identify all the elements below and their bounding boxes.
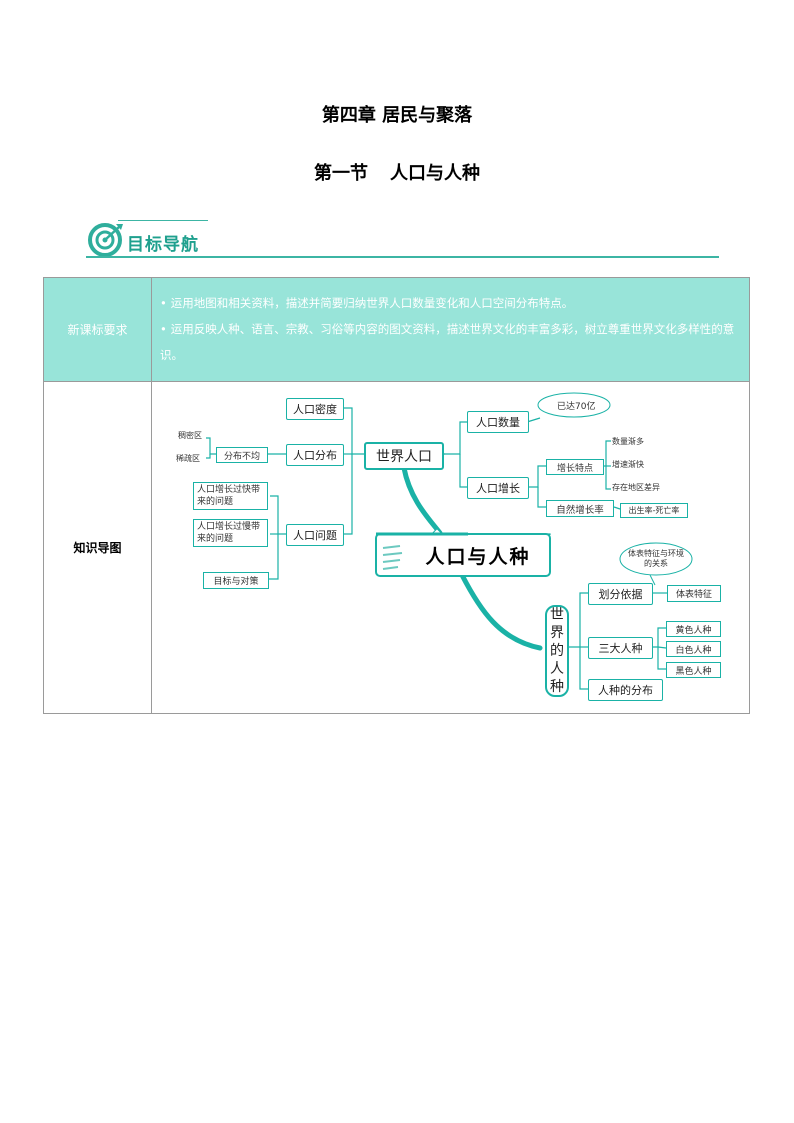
feature-faster: 增速渐快 <box>612 460 644 469</box>
node-dense-area: 稠密区 <box>178 431 202 440</box>
section-title: 第一节 人口与人种 <box>0 159 794 185</box>
node-body-features: 体表特征 <box>667 585 721 602</box>
bubble-reached: 已达70亿 <box>557 402 596 412</box>
section-number: 第一节 <box>314 163 368 184</box>
node-fast-growth-problem: 人口增长过快带来的问题 <box>193 482 268 510</box>
node-population-count: 人口数量 <box>467 411 529 433</box>
chapter-title: 第四章 居民与聚落 <box>321 105 473 126</box>
node-population-density: 人口密度 <box>286 398 344 420</box>
center-topic: 人口与人种 <box>425 546 531 568</box>
feature-more: 数量渐多 <box>612 437 644 446</box>
node-world-races: 世界的人种 <box>545 605 569 697</box>
node-division-basis: 划分依据 <box>588 583 653 605</box>
node-growth-features: 增长特点 <box>546 459 604 475</box>
node-population-growth: 人口增长 <box>467 477 529 499</box>
requirements-row: 新课标要求 •运用地图和相关资料，描述并简要归纳世界人口数量变化和人口空间分布特… <box>43 277 750 382</box>
node-rate-formula: 出生率-死亡率 <box>620 503 688 518</box>
node-population-problem: 人口问题 <box>286 524 344 546</box>
requirements-content: •运用地图和相关资料，描述并简要归纳世界人口数量变化和人口空间分布特点。 •运用… <box>151 277 750 382</box>
requirement-item: •运用地图和相关资料，描述并简要归纳世界人口数量变化和人口空间分布特点。 <box>160 295 574 310</box>
node-uneven: 分布不均 <box>216 447 268 463</box>
bubble-body-environment: 体表特征与环境的关系 <box>628 549 684 568</box>
node-natural-growth-rate: 自然增长率 <box>546 500 614 517</box>
node-world-population: 世界人口 <box>364 442 444 470</box>
knowledge-map-label: 知识导图 <box>43 381 152 714</box>
node-race-distribution: 人种的分布 <box>588 679 663 701</box>
node-black-race: 黑色人种 <box>666 662 721 678</box>
banner-title: 目标导航 <box>127 235 199 255</box>
section-name: 人口与人种 <box>390 163 480 184</box>
node-white-race: 白色人种 <box>666 641 721 657</box>
node-three-races: 三大人种 <box>588 637 653 659</box>
banner-underline <box>86 256 719 258</box>
node-goals-policies: 目标与对策 <box>203 572 269 589</box>
node-sparse-area: 稀疏区 <box>176 454 200 463</box>
node-population-distribution: 人口分布 <box>286 444 344 466</box>
feature-regional-difference: 存在地区差异 <box>612 483 660 492</box>
banner-topline <box>118 220 208 221</box>
node-yellow-race: 黄色人种 <box>666 621 721 637</box>
requirement-item: •运用反映人种、语言、宗教、习俗等内容的图文资料，描述世界文化的丰富多彩，树立尊… <box>160 321 735 362</box>
node-slow-growth-problem: 人口增长过慢带来的问题 <box>193 519 268 547</box>
target-arrow-icon <box>88 223 123 257</box>
